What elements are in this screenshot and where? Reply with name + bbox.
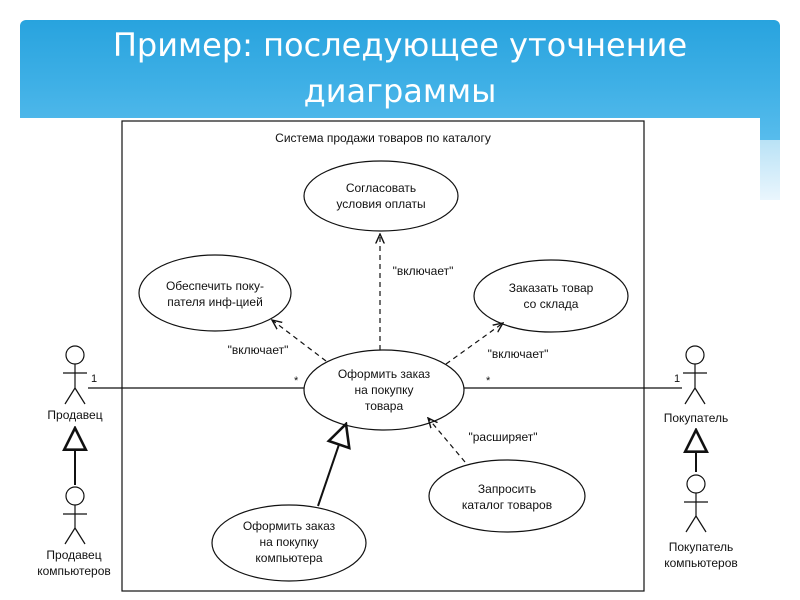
- use-case-label: компьютера: [255, 551, 323, 565]
- use-case-agree-payment: Согласовать условия оплаты: [303, 160, 459, 232]
- use-case-label: Согласовать: [346, 181, 416, 195]
- actor-computer-buyer: Покупатель компьютеров: [664, 474, 738, 570]
- use-case-label: Запросить: [478, 482, 536, 496]
- include-label: "включает": [228, 343, 289, 357]
- actor-buyer: Покупатель: [664, 345, 728, 425]
- use-case-label: пателя инф-цией: [167, 295, 263, 309]
- use-case-order-computer: Оформить заказ на покупку компьютера: [211, 504, 367, 582]
- use-case-provide-info: Обеспечить поку- пателя инф-цией: [138, 254, 292, 332]
- actor-label: компьютеров: [664, 556, 738, 570]
- include-label: "включает": [488, 347, 549, 361]
- use-case-label: на покупку: [259, 535, 318, 549]
- slide-title-line1: Пример: последующее уточнение: [112, 26, 688, 64]
- include-label: "включает": [393, 264, 454, 278]
- actor-label: Продавец: [46, 548, 101, 562]
- use-case-diagram: Система продажи товаров по каталогу Согл…: [20, 118, 760, 600]
- use-case-label: Заказать товар: [509, 281, 594, 295]
- use-case-request-catalog: Запросить каталог товаров: [428, 459, 586, 533]
- include-arrow-provide-info: [272, 320, 327, 362]
- include-arrow-order-stock: [445, 323, 503, 365]
- system-name: Система продажи товаров по каталогу: [275, 131, 491, 145]
- actor-computer-seller: Продавец компьютеров: [37, 486, 111, 578]
- use-case-label: на покупку: [354, 383, 413, 397]
- actor-label: Покупатель: [664, 411, 728, 425]
- multiplicity-label: 1: [674, 373, 680, 385]
- multiplicity-label: 1: [91, 373, 97, 385]
- use-case-label: товара: [365, 399, 404, 413]
- use-case-order-stock: Заказать товар со склада: [473, 259, 629, 333]
- extend-arrow-request-catalog: [428, 418, 466, 463]
- actor-label: Покупатель: [669, 540, 733, 554]
- slide-title-line2: диаграммы: [303, 72, 497, 110]
- actor-seller: Продавец: [47, 345, 103, 422]
- use-case-label: условия оплаты: [336, 197, 425, 211]
- system-boundary: [121, 120, 645, 592]
- use-case-label: Оформить заказ: [243, 519, 336, 533]
- actor-label: компьютеров: [37, 564, 111, 578]
- use-case-label: Обеспечить поку-: [166, 279, 264, 293]
- actor-label: Продавец: [47, 408, 102, 422]
- extend-label: "расширяет": [468, 430, 537, 444]
- multiplicity-label: *: [294, 375, 299, 387]
- multiplicity-label: *: [486, 375, 491, 387]
- generalization-order-computer: [317, 424, 346, 507]
- slide-title: Пример: последующее уточнение диаграммы: [20, 22, 780, 114]
- use-case-label: каталог товаров: [462, 498, 552, 512]
- use-case-label: со склада: [524, 297, 579, 311]
- use-case-label: Оформить заказ: [338, 367, 431, 381]
- use-case-place-order: Оформить заказ на покупку товара: [303, 349, 465, 431]
